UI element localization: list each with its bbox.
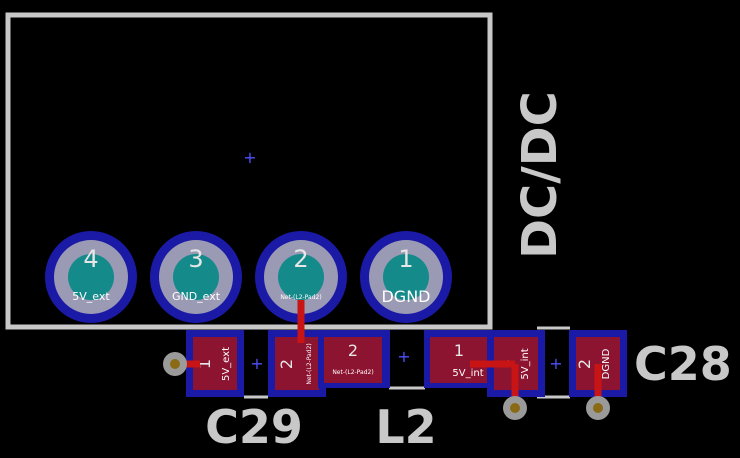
l2-pad-1-number: 1 <box>454 341 464 360</box>
c28-pad-1-net: 5V_int <box>520 348 531 379</box>
dcdc-pin-3[interactable]: 3 GND_ext <box>150 231 242 323</box>
dcdc-label: DC/DC <box>512 91 568 259</box>
c29-anchor: + <box>250 354 263 373</box>
c29-silk <box>244 326 268 399</box>
via-dgnd[interactable] <box>586 396 610 420</box>
via-5v-int[interactable] <box>503 396 527 420</box>
c28-anchor: + <box>549 354 562 373</box>
c29-pad-2[interactable]: 2 Net-(L2-Pad2) <box>268 330 326 397</box>
c29-pad-2-number: 2 <box>277 359 296 369</box>
dcdc-pin-4[interactable]: 4 5V_ext <box>45 231 137 323</box>
l2-silk <box>389 326 425 390</box>
dcdc-pin-2-number: 2 <box>293 245 308 273</box>
dcdc-pin-2-net: Net-(L2-Pad2) <box>280 294 321 301</box>
l2-anchor: + <box>397 347 410 366</box>
dcdc-pin-2[interactable]: 2 Net-(L2-Pad2) <box>255 231 347 323</box>
dcdc-pin-1[interactable]: 1 DGND <box>360 231 452 323</box>
l2-pad-2-number: 2 <box>348 341 358 360</box>
c29-pad-1-net: 5V_ext <box>221 347 232 381</box>
dcdc-pin-1-net: DGND <box>381 287 430 306</box>
c29-designator: C29 <box>205 400 303 454</box>
via-5v-ext[interactable] <box>163 352 187 376</box>
l2-pad-1[interactable]: 1 5V_int <box>424 330 496 388</box>
dcdc-pin-3-number: 3 <box>188 245 203 273</box>
c29-pad-1[interactable]: 1 5V_ext <box>186 330 244 397</box>
l2-pad-2[interactable]: 2 Net-(L2-Pad2) <box>318 330 390 388</box>
c29-pad-2-net: Net-(L2-Pad2) <box>306 343 313 384</box>
dcdc-pin-1-number: 1 <box>398 245 413 273</box>
c28-pad-2-number: 2 <box>575 359 594 369</box>
l2-pad-1-net: 5V_int <box>452 368 483 379</box>
dcdc-pin-4-number: 4 <box>83 245 98 273</box>
l2-pad-2-net: Net-(L2-Pad2) <box>332 369 373 376</box>
c28-pad-2-net: DGND <box>601 348 612 379</box>
c29-pad-1-number: 1 <box>195 359 214 369</box>
dcdc-pin-3-net: GND_ext <box>172 290 221 303</box>
dcdc-pin-4-net: 5V_ext <box>72 290 110 303</box>
l2-designator: L2 <box>375 400 436 454</box>
c28-designator: C28 <box>634 337 732 391</box>
dcdc-anchor: + <box>243 148 256 167</box>
